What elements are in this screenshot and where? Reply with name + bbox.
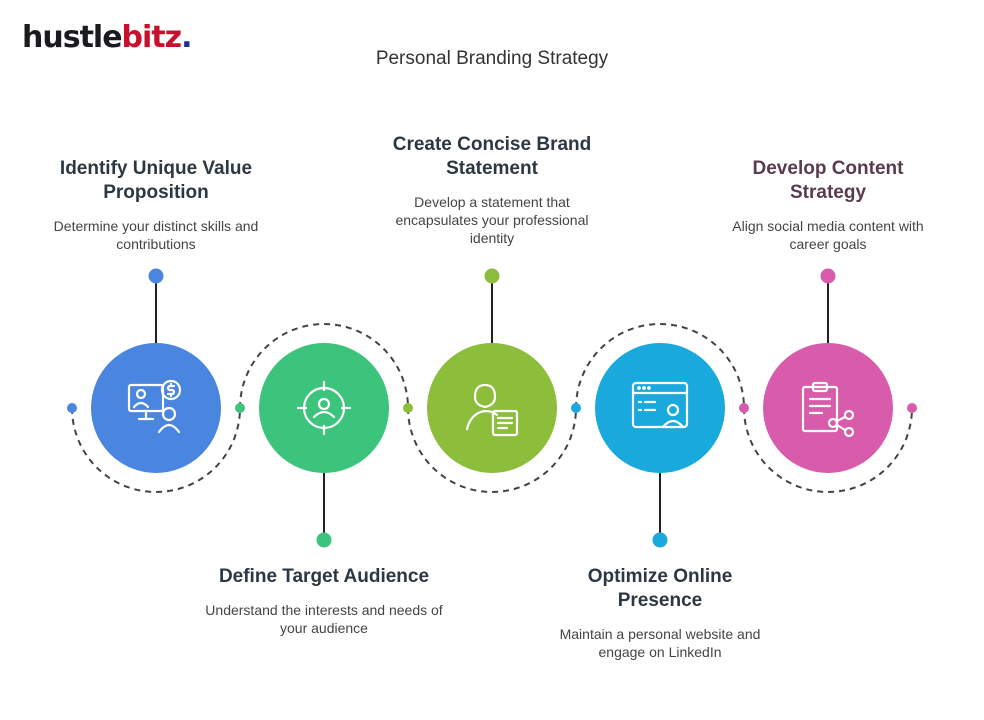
step-2-heading: Define Target Audience	[218, 566, 430, 587]
step-4-text: Optimize Online Presence Maintain a pers…	[556, 565, 764, 661]
connector-dot-4	[652, 532, 668, 548]
connector-dot-2	[316, 532, 332, 548]
step-5-heading: Develop Content Strategy	[752, 158, 904, 203]
hustlebitz-logo: hustlebitz.	[22, 18, 193, 58]
logo-part-1: hustle	[22, 20, 123, 55]
arc-end-dot-3	[403, 403, 413, 413]
step-1-heading: Identify Unique Value Proposition	[59, 158, 253, 203]
arc-end-dot-6	[907, 403, 917, 413]
value-proposition-icon	[91, 343, 221, 473]
step-3-heading: Create Concise Brand Statement	[392, 134, 592, 179]
arc-end-dot-5	[739, 403, 749, 413]
step-circle-3	[427, 343, 557, 473]
target-audience-icon	[259, 343, 389, 473]
step-4-heading: Optimize Online Presence	[587, 566, 733, 611]
connector-dot-5	[820, 268, 836, 284]
step-circle-5	[763, 343, 893, 473]
arc-end-dot-4	[571, 403, 581, 413]
dashed-arc-4	[575, 323, 745, 409]
logo-dot: .	[181, 20, 192, 55]
step-5-description: Align social media content with career g…	[732, 218, 924, 252]
dashed-arc-5	[743, 407, 913, 493]
dashed-arc-2	[239, 323, 409, 409]
dashed-arc-1	[71, 407, 241, 493]
step-5-text: Develop Content Strategy Align social me…	[718, 157, 938, 253]
step-1-text: Identify Unique Value Proposition Determ…	[46, 157, 266, 253]
step-4-description: Maintain a personal website and engage o…	[559, 626, 761, 660]
connector-dot-3	[484, 268, 500, 284]
arc-end-dot-1	[67, 403, 77, 413]
step-2-description: Understand the interests and needs of yo…	[205, 602, 443, 636]
connector-dot-1	[148, 268, 164, 284]
diagram-title: Personal Branding Strategy	[375, 48, 609, 69]
logo-part-2: bitz	[121, 20, 183, 55]
online-presence-icon	[595, 343, 725, 473]
content-strategy-icon	[763, 343, 893, 473]
brand-statement-icon	[427, 343, 557, 473]
step-3-text: Create Concise Brand Statement Develop a…	[382, 133, 602, 247]
step-2-text: Define Target Audience Understand the in…	[204, 565, 444, 637]
dashed-arc-3	[407, 407, 577, 493]
step-circle-1	[91, 343, 221, 473]
arc-end-dot-2	[235, 403, 245, 413]
step-1-description: Determine your distinct skills and contr…	[53, 218, 259, 252]
step-circle-4	[595, 343, 725, 473]
step-3-description: Develop a statement that encapsulates yo…	[395, 194, 589, 246]
